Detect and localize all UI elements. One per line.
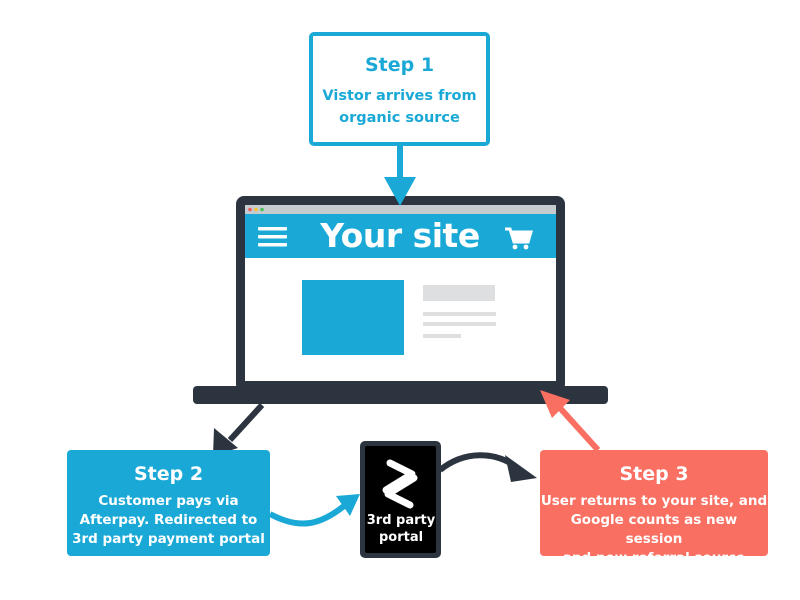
arrow-step3-to-site xyxy=(540,390,601,453)
portal-label: 3rd party portal xyxy=(362,512,440,546)
arrow-step1-to-site xyxy=(384,146,416,206)
portal-label-line: portal xyxy=(378,530,424,545)
step2-description: Customer pays via Afterpay. Redirected t… xyxy=(67,492,270,549)
shopping-cart-icon xyxy=(505,227,534,250)
step2-title: Step 2 xyxy=(133,463,204,485)
arrow-step2-to-portal xyxy=(268,494,360,527)
step1-line: organic source xyxy=(339,110,460,126)
site-title: Your site xyxy=(320,216,480,255)
step1-line: Vistor arrives from xyxy=(322,88,477,104)
browser-dot-green xyxy=(260,207,264,212)
content-image-block xyxy=(302,280,404,355)
step1-box: Step 1 Vistor arrives from organic sourc… xyxy=(309,32,490,146)
step3-description: User returns to your site, and Google co… xyxy=(540,492,768,568)
step1-description: Vistor arrives from organic source xyxy=(313,85,486,129)
arrow-portal-to-step3 xyxy=(438,452,537,482)
content-text-line xyxy=(423,334,461,338)
browser-bar xyxy=(245,205,556,214)
content-text-line xyxy=(423,322,496,326)
site-header xyxy=(245,214,556,258)
step1-title: Step 1 xyxy=(364,54,435,76)
step3-line: and new referral source xyxy=(562,550,746,566)
step3-line: User returns to your site, and xyxy=(540,493,768,509)
portal-label-line: 3rd party xyxy=(366,513,436,528)
afterpay-logo-icon xyxy=(382,459,418,509)
step2-line: Afterpay. Redirected to xyxy=(79,512,258,528)
browser-dot-yellow xyxy=(254,207,258,212)
hamburger-menu-icon xyxy=(258,227,287,247)
laptop xyxy=(193,196,608,404)
step2-line: 3rd party payment portal xyxy=(72,531,265,547)
content-heading-placeholder xyxy=(423,285,495,301)
step3-box: Step 3 User returns to your site, and Go… xyxy=(540,450,768,566)
step3-title: Step 3 xyxy=(619,463,689,485)
step2-line: Customer pays via xyxy=(98,493,239,509)
laptop-base xyxy=(193,386,608,404)
step2-box: Step 2 Customer pays via Afterpay. Redir… xyxy=(67,450,270,556)
portal-device xyxy=(360,441,441,558)
content-text-line xyxy=(423,312,496,316)
step3-line: Google counts as new session xyxy=(570,512,738,547)
browser-dot-red xyxy=(248,207,252,212)
arrow-site-to-step2 xyxy=(213,402,265,456)
